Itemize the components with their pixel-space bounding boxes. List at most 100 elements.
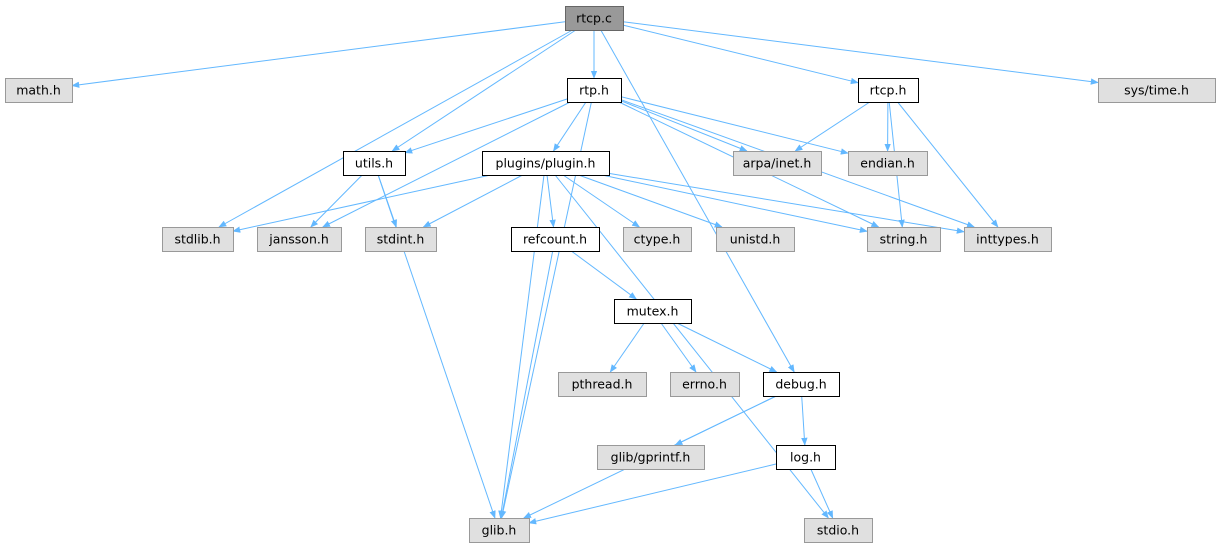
node-mutex-h[interactable]: mutex.h bbox=[614, 299, 692, 324]
node-arpa-inet-h: arpa/inet.h bbox=[733, 151, 822, 176]
node-box bbox=[964, 227, 1052, 252]
edge-log_h-to-glib_h bbox=[528, 463, 777, 525]
node-box bbox=[776, 445, 836, 470]
node-log-h[interactable]: log.h bbox=[776, 445, 836, 470]
node-box bbox=[670, 372, 740, 397]
node-rtcp-h[interactable]: rtcp.h bbox=[858, 78, 919, 103]
edge-plugin_h-to-unistd_h bbox=[578, 174, 723, 228]
edge-plugin_h-to-string_h bbox=[601, 174, 868, 233]
edge-rtp_h-to-endian_h bbox=[620, 96, 849, 155]
node-rtp-h[interactable]: rtp.h bbox=[567, 78, 622, 103]
node-box bbox=[733, 151, 822, 176]
node-math-h: math.h bbox=[5, 78, 73, 103]
edge-mutex_h-to-pthread_h bbox=[609, 322, 645, 373]
node-endian-h: endian.h bbox=[848, 151, 928, 176]
node-box bbox=[623, 227, 692, 252]
node-box bbox=[482, 151, 610, 176]
node-label: arpa/inet.h bbox=[743, 156, 812, 171]
edge-plugin_h-to-stdlib_h bbox=[232, 174, 491, 233]
node-jansson-h: jansson.h bbox=[257, 227, 342, 252]
edge-rtcp_h-to-inttypes_h bbox=[897, 101, 999, 228]
nodes-layer: rtcp.c math.h rtp.h rtcp.h sys/time.h utils.h… bbox=[5, 6, 1216, 543]
edge-rtcp_c-to-rtcp_h bbox=[622, 24, 859, 85]
node-box bbox=[763, 372, 840, 397]
node-label: errno.h bbox=[682, 377, 727, 392]
edge-mutex_h-to-errno_h bbox=[660, 322, 697, 373]
node-label: refcount.h bbox=[523, 232, 587, 247]
edge-rtcp_c-to-utils_h bbox=[391, 29, 577, 152]
node-ctype-h: ctype.h bbox=[623, 227, 692, 252]
edge-mutex_h-to-debug_h bbox=[676, 322, 778, 373]
node-gprintf-h: glib/gprintf.h bbox=[597, 445, 705, 470]
edge-plugin_h-to-inttypes_h bbox=[608, 172, 965, 234]
edge-utils_h-to-jansson_h bbox=[310, 174, 363, 228]
node-box bbox=[614, 299, 692, 324]
node-label: string.h bbox=[880, 232, 928, 247]
node-sys-time-h: sys/time.h bbox=[1098, 78, 1216, 103]
edge-rtp_h-to-utils_h bbox=[404, 98, 568, 154]
edge-log_h-to-stdio_h bbox=[810, 468, 834, 519]
node-label: glib/gprintf.h bbox=[611, 450, 691, 465]
edge-rtcp_h-to-arpa_inet_h bbox=[794, 101, 871, 152]
node-box bbox=[567, 78, 622, 103]
node-label: utils.h bbox=[355, 156, 393, 171]
node-label: ctype.h bbox=[634, 232, 681, 247]
node-label: unistd.h bbox=[730, 232, 781, 247]
node-label: mutex.h bbox=[627, 304, 679, 319]
edge-rtcp_c-to-sys_time_h bbox=[622, 21, 1099, 85]
node-box bbox=[257, 227, 342, 252]
edge-plugin_h-to-stdint_h bbox=[422, 174, 523, 228]
node-box bbox=[5, 78, 73, 103]
node-label: stdio.h bbox=[817, 523, 859, 538]
node-label: stdlib.h bbox=[174, 232, 220, 247]
node-utils-h[interactable]: utils.h bbox=[343, 151, 406, 176]
node-label: inttypes.h bbox=[976, 232, 1039, 247]
edge-refcount_h-to-glib_h bbox=[499, 250, 554, 519]
node-box bbox=[162, 227, 234, 252]
node-box bbox=[848, 151, 928, 176]
node-label: debug.h bbox=[775, 377, 826, 392]
node-label: sys/time.h bbox=[1124, 83, 1189, 98]
edge-utils_h-to-glib_h bbox=[377, 174, 496, 519]
node-label: rtp.h bbox=[579, 83, 609, 98]
node-box bbox=[511, 227, 600, 252]
node-unistd-h: unistd.h bbox=[716, 227, 795, 252]
node-label: glib.h bbox=[482, 523, 517, 538]
node-label: rtcp.c bbox=[576, 11, 612, 26]
node-rtcp-c[interactable]: rtcp.c bbox=[565, 6, 624, 31]
node-pthread-h: pthread.h bbox=[558, 372, 647, 397]
edge-rtcp_c-to-debug_h bbox=[600, 29, 795, 373]
node-glib-h: glib.h bbox=[469, 518, 530, 543]
node-box bbox=[804, 518, 873, 543]
node-errno-h: errno.h bbox=[670, 372, 740, 397]
node-debug-h[interactable]: debug.h bbox=[763, 372, 840, 397]
node-box bbox=[858, 78, 919, 103]
edge-plugin_h-to-refcount_h bbox=[546, 174, 556, 228]
edge-debug_h-to-log_h bbox=[801, 395, 808, 446]
edge-refcount_h-to-mutex_h bbox=[571, 250, 637, 300]
node-label: pthread.h bbox=[572, 377, 633, 392]
node-box bbox=[343, 151, 406, 176]
node-box bbox=[469, 518, 530, 543]
edge-rtp_h-to-plugin_h bbox=[553, 101, 587, 152]
node-string-h: string.h bbox=[867, 227, 941, 252]
node-stdio-h: stdio.h bbox=[804, 518, 873, 543]
node-label: endian.h bbox=[860, 156, 915, 171]
edge-plugin_h-to-glib_h bbox=[498, 174, 545, 519]
node-plugin-h[interactable]: plugins/plugin.h bbox=[482, 151, 610, 176]
node-label: plugins/plugin.h bbox=[496, 156, 596, 171]
node-inttypes-h: inttypes.h bbox=[964, 227, 1052, 252]
node-label: stdint.h bbox=[377, 232, 425, 247]
edge-rtp_h-to-jansson_h bbox=[322, 101, 571, 228]
edge-rtp_h-to-arpa_inet_h bbox=[620, 100, 748, 152]
node-box bbox=[1098, 78, 1216, 103]
node-stdlib-h: stdlib.h bbox=[162, 227, 234, 252]
node-label: rtcp.h bbox=[870, 83, 907, 98]
node-box bbox=[716, 227, 795, 252]
node-box bbox=[558, 372, 647, 397]
node-refcount-h[interactable]: refcount.h bbox=[511, 227, 600, 252]
edge-plugin_h-to-ctype_h bbox=[562, 174, 641, 228]
edge-rtcp_c-to-math_h bbox=[71, 21, 566, 88]
node-box bbox=[597, 445, 705, 470]
